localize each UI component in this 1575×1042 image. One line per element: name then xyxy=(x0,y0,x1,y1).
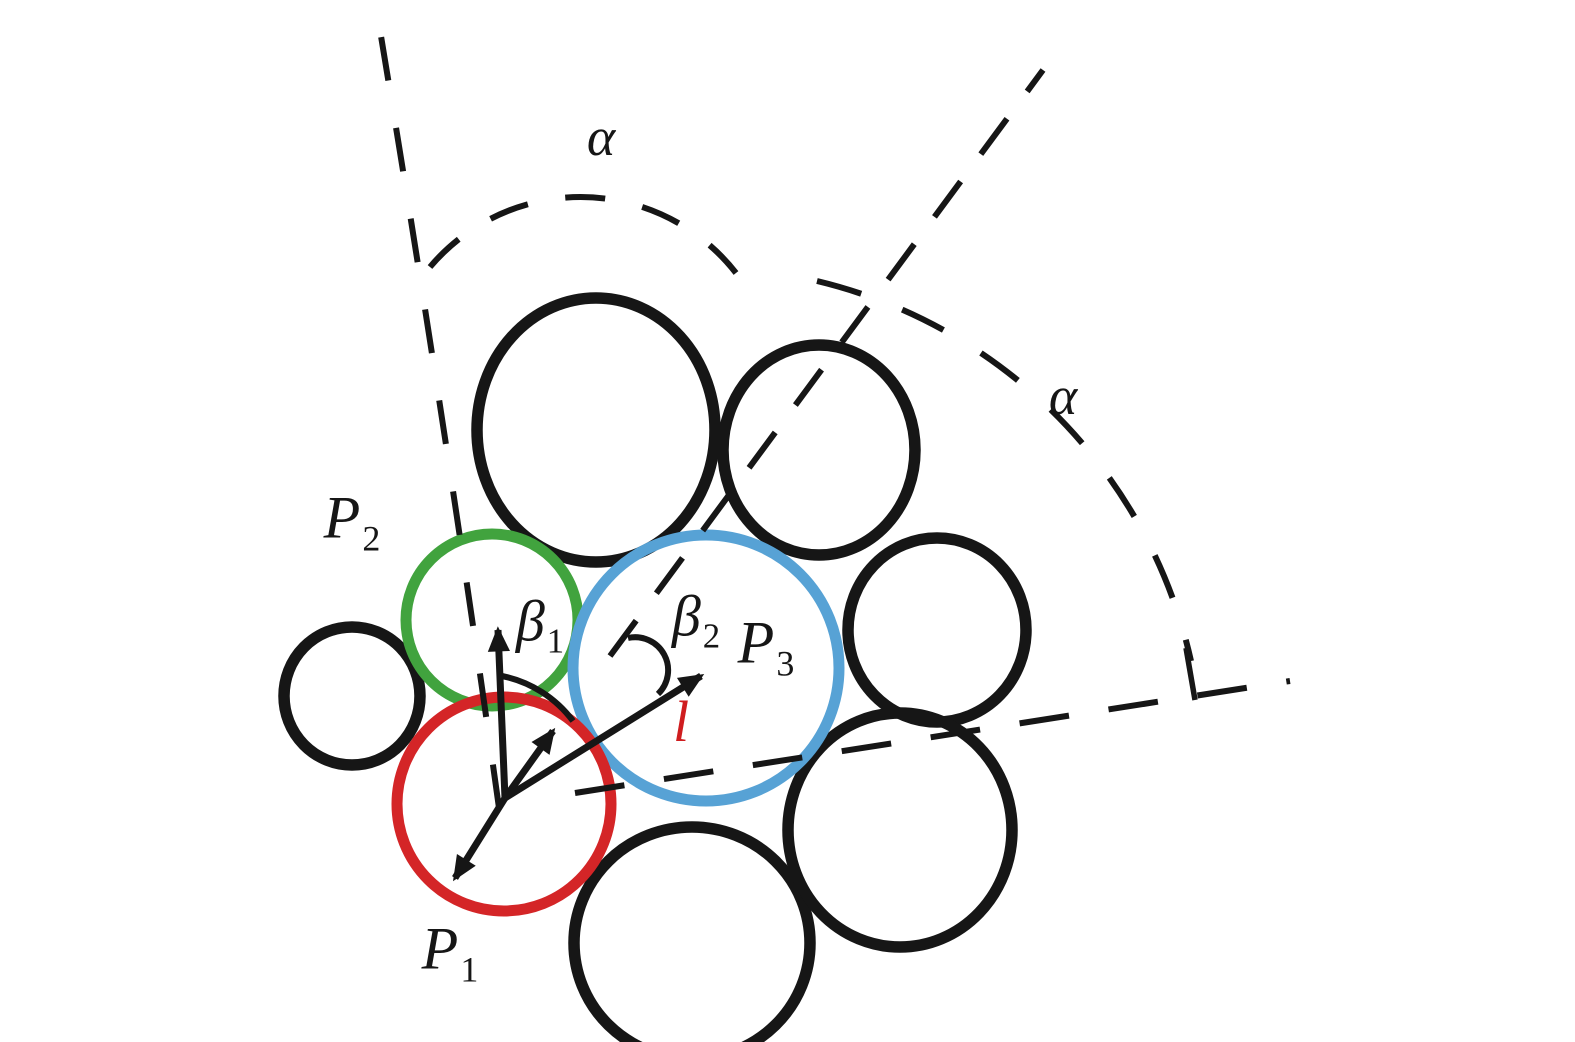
label-beta1-sub: 1 xyxy=(546,621,565,661)
perpendicular-tick xyxy=(1183,647,1198,701)
circle-right xyxy=(842,532,1032,728)
dashed-tangent-line xyxy=(574,678,1291,796)
label-beta1: β1 xyxy=(516,592,565,661)
label-beta1-base: β xyxy=(515,588,545,654)
label-p1-base: P xyxy=(421,915,459,982)
label-alpha-top-text: α xyxy=(586,107,616,167)
label-p1-sub: 1 xyxy=(460,949,479,990)
angle-arc-beta2 xyxy=(627,634,672,697)
label-beta2-base: β xyxy=(671,583,701,649)
label-p3: P3 xyxy=(738,613,795,682)
circle-left-small xyxy=(278,621,426,771)
label-l-distance: l xyxy=(673,693,689,751)
arrow-radius-down-left xyxy=(452,796,508,882)
circle-bottom-middle xyxy=(568,821,816,1042)
label-alpha-right: α xyxy=(1049,369,1077,423)
circle-top-left-large xyxy=(471,292,721,568)
label-beta2-sub: 2 xyxy=(702,616,721,656)
label-p3-base: P xyxy=(737,609,775,676)
dashed-arc-alpha-right xyxy=(816,278,1194,662)
circle-top-right xyxy=(717,339,921,561)
label-alpha-right-text: α xyxy=(1048,366,1078,426)
label-beta2: β2 xyxy=(672,587,721,656)
dashed-line-top-right xyxy=(607,68,1046,658)
dashed-arc-alpha-left xyxy=(427,194,739,275)
label-p1: P1 xyxy=(422,919,479,988)
arrow-short-diagonal xyxy=(502,727,556,801)
label-p2-sub: 2 xyxy=(362,518,381,559)
circle-bottom-right xyxy=(782,707,1018,953)
label-p2-base: P xyxy=(323,484,361,551)
label-alpha-top: α xyxy=(587,110,615,164)
label-p3-sub: 3 xyxy=(776,643,795,684)
dashed-line-left-vertical xyxy=(372,0,502,809)
circle-p3-blue xyxy=(567,529,845,807)
angle-arc-beta1 xyxy=(501,673,576,723)
label-p2: P2 xyxy=(324,488,381,557)
label-l-text: l xyxy=(672,689,690,754)
arrow-up-to-p2-center xyxy=(487,626,510,799)
arrow-l-to-p3-center xyxy=(503,673,705,801)
